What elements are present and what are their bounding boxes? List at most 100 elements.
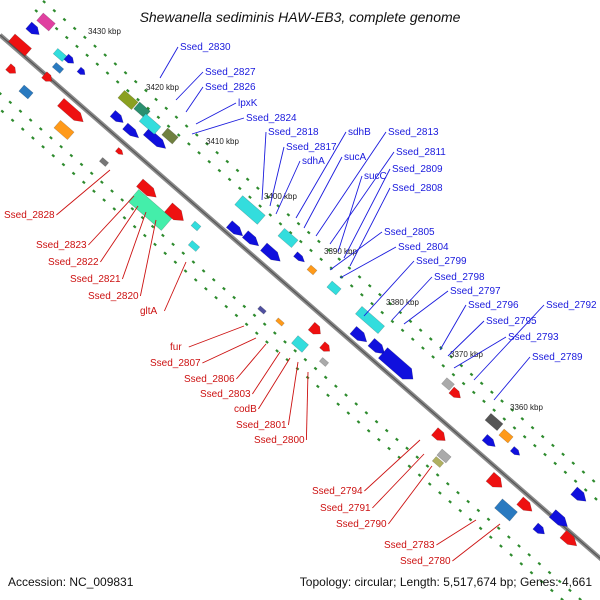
gene-block [326, 280, 342, 296]
tick-mark [115, 80, 120, 84]
tick-mark [54, 26, 59, 31]
tick-mark [204, 287, 208, 291]
tick-mark [543, 452, 547, 457]
gene-label: Ssed_2806 [184, 374, 235, 385]
leader-line [202, 337, 257, 364]
tick-mark [334, 384, 338, 389]
gene-block [122, 122, 140, 139]
tick-mark [405, 446, 409, 451]
tick-mark [85, 53, 89, 58]
tick-mark [255, 186, 260, 190]
gene-block [275, 317, 285, 327]
tick-mark [95, 62, 100, 66]
tick-mark [197, 151, 201, 155]
tick-mark [313, 366, 318, 371]
tick-mark [92, 189, 96, 194]
gene-block [57, 98, 84, 123]
tick-mark [193, 278, 198, 282]
tick-mark [449, 354, 454, 359]
gene-block [117, 89, 139, 111]
tick-mark [154, 97, 158, 102]
tick-mark [211, 277, 216, 282]
tick-mark [93, 44, 97, 49]
gene-label: Ssed_2797 [450, 286, 501, 297]
gene-block [559, 529, 578, 547]
scale-label: 3420 kbp [146, 83, 179, 92]
leader-line [364, 439, 421, 492]
gene-block [36, 12, 56, 32]
tick-mark [471, 390, 476, 395]
tick-mark [187, 142, 191, 146]
tick-mark [125, 88, 130, 93]
tick-mark [438, 491, 442, 495]
tick-mark [486, 517, 491, 522]
tick-mark [123, 71, 128, 75]
tick-mark [265, 340, 269, 344]
gene-label: codB [234, 404, 257, 415]
tick-mark [583, 488, 588, 492]
gene-label: Ssed_2795 [486, 316, 537, 327]
gene-label: Ssed_2799 [416, 256, 467, 267]
tick-mark [217, 168, 222, 173]
tick-mark [75, 44, 79, 49]
topology-text: Topology: circular; Length: 5,517,674 bp… [300, 575, 593, 589]
tick-mark [519, 562, 524, 566]
tick-mark [390, 319, 395, 324]
gene-block [76, 66, 86, 75]
tick-mark [336, 402, 341, 406]
leader-line [453, 336, 507, 369]
leader-line [287, 361, 299, 426]
gene-block [318, 357, 330, 367]
leader-line [452, 523, 501, 562]
tick-mark [561, 452, 565, 457]
gene-label: Ssed_2801 [236, 420, 287, 431]
tick-mark [367, 283, 372, 288]
gene-label: Ssed_2809 [392, 164, 443, 175]
gene-block [109, 110, 124, 123]
accession-text: Accession: NC_009831 [8, 575, 134, 589]
tick-mark [374, 419, 379, 424]
tick-mark [64, 35, 69, 40]
tick-mark [380, 310, 385, 315]
gene-label: Ssed_2818 [268, 127, 319, 138]
tick-mark [522, 434, 527, 439]
tick-mark [317, 239, 321, 244]
gene-block [484, 412, 504, 432]
leader-line [252, 351, 281, 395]
tick-mark [377, 437, 381, 442]
gene-block [161, 127, 179, 145]
tick-mark [456, 490, 460, 495]
gene-block [260, 242, 281, 262]
tick-mark [571, 461, 576, 466]
leader-line [339, 246, 397, 279]
tick-mark [296, 221, 301, 226]
tick-mark [337, 257, 342, 261]
tick-mark [417, 473, 422, 477]
tick-mark [354, 402, 359, 406]
tick-mark [99, 180, 104, 185]
tick-mark [520, 417, 525, 421]
leader-line [56, 169, 111, 216]
leader-line [275, 160, 301, 215]
scale-label: 3360 kbp [510, 403, 543, 412]
tick-mark [244, 322, 249, 327]
gene-block [225, 220, 244, 237]
gene-block [187, 240, 201, 252]
tick-mark [537, 561, 542, 566]
tick-mark [153, 242, 157, 247]
tick-mark [288, 230, 293, 235]
tick-mark [540, 434, 545, 439]
gene-block [136, 178, 157, 198]
tick-mark [133, 79, 138, 84]
tick-mark [492, 408, 496, 412]
tick-mark [568, 588, 572, 593]
tick-mark [142, 233, 147, 238]
tick-mark [410, 337, 415, 341]
gene-label: Ssed_2811 [396, 147, 446, 158]
leader-line [88, 195, 135, 246]
gene-block [114, 147, 124, 155]
tick-mark [441, 363, 446, 368]
tick-mark [349, 284, 354, 288]
leader-line [391, 276, 433, 321]
